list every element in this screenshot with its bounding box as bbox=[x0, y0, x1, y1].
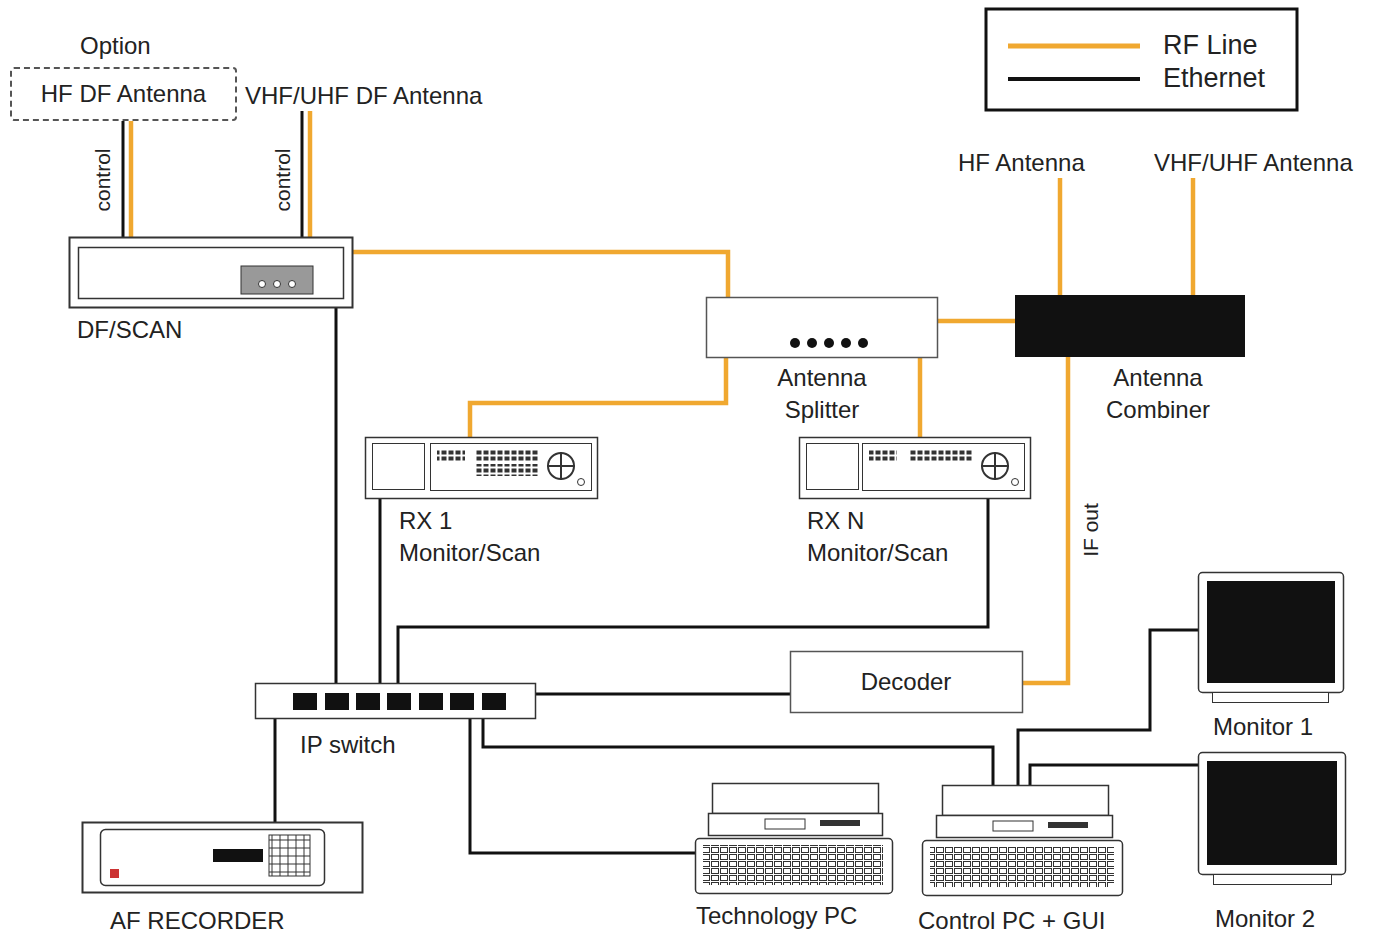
legend-rf-sample bbox=[1008, 44, 1140, 49]
node-label: HF Antenna bbox=[956, 148, 1087, 178]
pc-workstation bbox=[696, 784, 893, 894]
decoder-box: Decoder bbox=[790, 651, 1022, 712]
ethernet-line bbox=[335, 307, 338, 683]
rf-line bbox=[1191, 178, 1196, 295]
monitor-unit bbox=[1199, 573, 1344, 703]
df-scan-unit bbox=[70, 238, 353, 308]
node-label: Technology PC bbox=[696, 901, 857, 931]
monitor-unit: Monitor 2 bbox=[1198, 752, 1345, 887]
node-label: IP switch bbox=[300, 730, 396, 760]
rf-line bbox=[352, 252, 728, 297]
node-label: HF DF Antenna bbox=[41, 79, 206, 109]
recorder-unit bbox=[83, 823, 363, 893]
node-label: Antenna Splitter bbox=[752, 362, 892, 426]
ethernet-line bbox=[1030, 765, 1198, 785]
node-label: Control PC + GUI bbox=[918, 906, 1105, 935]
ethernet-line bbox=[274, 718, 277, 822]
antenna-label: VHF/UHF DF Antenna bbox=[243, 81, 484, 111]
receiver-unit: RX 1 Monitor/Scan bbox=[365, 437, 597, 498]
node-label: Monitor 2 bbox=[1215, 904, 1315, 934]
pc-workstation bbox=[923, 786, 1123, 896]
legend-box bbox=[986, 9, 1297, 110]
node-label: VHF/UHF DF Antenna bbox=[243, 81, 484, 111]
legend-label: RF Line bbox=[1163, 30, 1258, 60]
legend-label: Ethernet bbox=[1163, 63, 1265, 93]
monitor-unit: Monitor 1 bbox=[1198, 572, 1343, 702]
splitter-unit bbox=[707, 298, 938, 358]
node-label: Monitor 1 bbox=[1213, 712, 1313, 742]
node-label: AF RECORDER bbox=[110, 906, 285, 935]
decoder-box bbox=[791, 652, 1023, 713]
rf-line bbox=[1058, 178, 1063, 295]
pc-workstation: Control PC + GUI bbox=[922, 785, 1122, 895]
node-label: RX N Monitor/Scan bbox=[807, 505, 997, 569]
edge-label: control bbox=[272, 146, 294, 213]
node-label: VHF/UHF Antenna bbox=[1152, 148, 1355, 178]
rf-line bbox=[308, 111, 313, 237]
antenna-label: HF Antenna bbox=[956, 148, 1087, 178]
ethernet-line bbox=[301, 111, 304, 237]
recorder-unit: AF RECORDER bbox=[82, 822, 362, 892]
switch-unit bbox=[256, 684, 536, 719]
ip-switch: IP switch bbox=[255, 683, 535, 718]
df-scan-unit: DF/SCAN bbox=[69, 237, 352, 307]
rf-line bbox=[918, 357, 923, 437]
ethernet-line bbox=[122, 121, 125, 237]
node-label: Antenna Combiner bbox=[1085, 362, 1231, 426]
rf-line bbox=[1022, 357, 1068, 683]
rf-line bbox=[129, 121, 134, 237]
ethernet-line bbox=[1018, 630, 1198, 785]
option-antenna-box: OptionHF DF Antenna bbox=[10, 67, 237, 121]
ethernet-line bbox=[535, 693, 790, 696]
splitter-box: Antenna Splitter bbox=[706, 297, 937, 357]
antenna-label: VHF/UHF Antenna bbox=[1152, 148, 1355, 178]
combiner-unit bbox=[1015, 295, 1245, 357]
receiver-unit: RX N Monitor/Scan bbox=[799, 437, 1030, 498]
receiver-unit bbox=[800, 438, 1031, 499]
ethernet-line bbox=[483, 718, 993, 785]
receiver-unit bbox=[366, 438, 598, 499]
edge-label: IF out bbox=[1080, 501, 1102, 559]
monitor-unit bbox=[1199, 753, 1346, 885]
rf-line bbox=[937, 319, 1015, 324]
pc-workstation: Technology PC bbox=[695, 783, 892, 893]
ethernet-line bbox=[470, 718, 695, 853]
rf-line bbox=[470, 357, 726, 437]
node-heading: Option bbox=[80, 31, 151, 61]
edge-label: control bbox=[92, 146, 114, 213]
combiner-box: Antenna Combiner bbox=[1015, 295, 1245, 357]
ethernet-line bbox=[379, 498, 382, 683]
node-label: RX 1 Monitor/Scan bbox=[399, 505, 584, 569]
legend-ethernet-sample bbox=[1008, 77, 1140, 81]
node-label: DF/SCAN bbox=[77, 315, 182, 345]
node-label: Decoder bbox=[861, 667, 952, 697]
